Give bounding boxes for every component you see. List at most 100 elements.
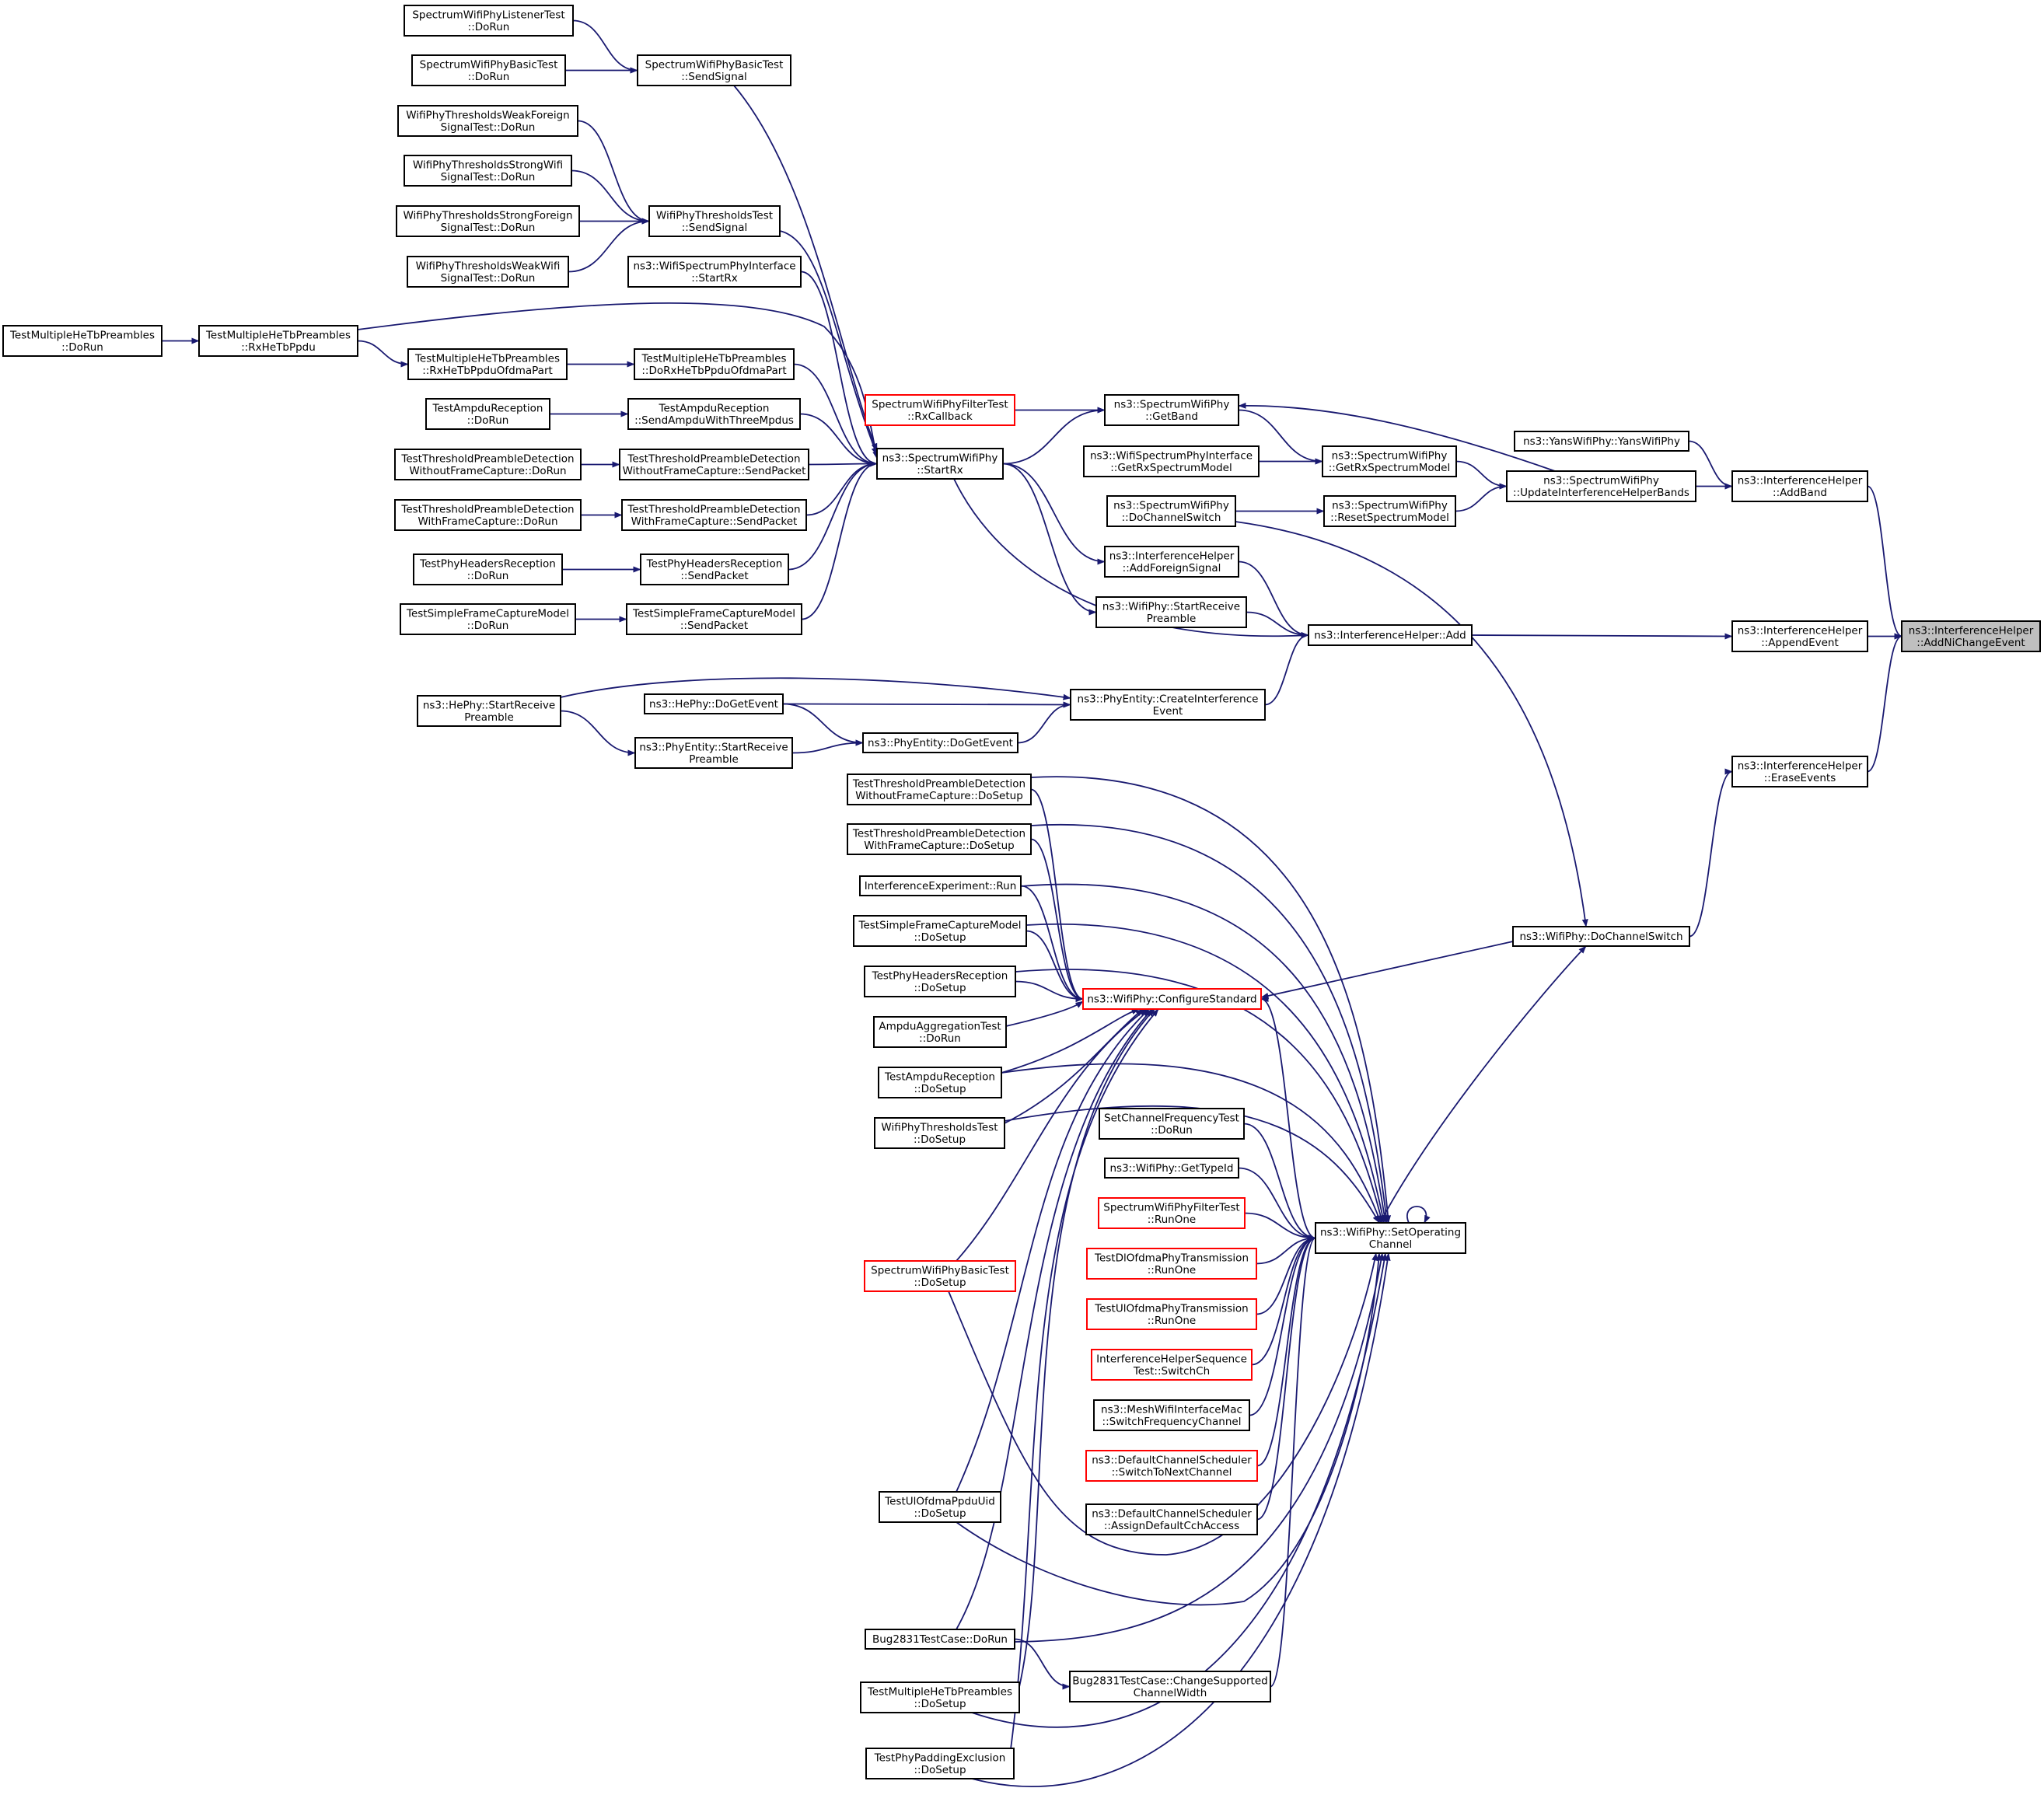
- graph-node-hdrDoRun[interactable]: TestPhyHeadersReception::DoRun: [413, 554, 563, 585]
- graph-node-tpdWSetup[interactable]: TestThresholdPreambleDetectionWithFrameC…: [847, 823, 1032, 855]
- graph-node-heDoGet[interactable]: ns3::HePhy::DoGetEvent: [644, 693, 784, 714]
- graph-node-thrSend[interactable]: WifiPhyThresholdsTest::SendSignal: [648, 205, 781, 237]
- graph-node-ulPpduUid[interactable]: TestUlOfdmaPpduUid::DoSetup: [879, 1491, 1001, 1523]
- graph-node-thrStrongForeign[interactable]: WifiPhyThresholdsStrongForeignSignalTest…: [396, 205, 580, 237]
- graph-node-mheDoRun[interactable]: TestMultipleHeTbPreambles::DoRun: [2, 325, 162, 357]
- node-label-line: ::AppendEvent: [1761, 637, 1839, 649]
- graph-node-mheDoRxOfdma[interactable]: TestMultipleHeTbPreambles::DoRxHeTbPpduO…: [634, 348, 795, 380]
- graph-node-thrWeakWifi[interactable]: WifiPhyThresholdsWeakWifiSignalTest::DoR…: [407, 256, 569, 288]
- graph-node-sfcSend[interactable]: TestSimpleFrameCaptureModel::SendPacket: [626, 603, 802, 635]
- node-label-line: Test::SwitchCh: [1133, 1365, 1210, 1378]
- graph-node-intfExpRun[interactable]: InterferenceExperiment::Run: [859, 875, 1022, 896]
- call-edge-setChFreq-to-setOpCh: [1243, 1123, 1316, 1241]
- graph-node-filterRx[interactable]: SpectrumWifiPhyFilterTest::RxCallback: [865, 394, 1015, 426]
- graph-node-dlOfdma[interactable]: TestDlOfdmaPhyTransmission::RunOne: [1086, 1248, 1257, 1280]
- graph-node-filterRunOne[interactable]: SpectrumWifiPhyFilterTest::RunOne: [1098, 1197, 1246, 1229]
- node-label-line: ::SendPacket: [680, 570, 748, 582]
- graph-node-mheRxHeTb[interactable]: TestMultipleHeTbPreambles::RxHeTbPpdu: [198, 325, 358, 357]
- graph-node-yansCtor[interactable]: ns3::YansWifiPhy::YansWifiPhy: [1514, 431, 1689, 452]
- graph-node-mheSetup[interactable]: TestMultipleHeTbPreambles::DoSetup: [860, 1682, 1020, 1713]
- node-label-line: TestAmpduReception: [432, 402, 543, 414]
- node-label-line: ns3::MeshWifiInterfaceMac: [1101, 1403, 1242, 1416]
- graph-node-peDoGet[interactable]: ns3::PhyEntity::DoGetEvent: [862, 732, 1019, 753]
- call-edge-spDoChSwitch-to-doChSwitch: [1235, 521, 1588, 927]
- graph-node-resetModel[interactable]: ns3::SpectrumWifiPhy::ResetSpectrumModel: [1323, 495, 1456, 527]
- call-edge-setOpCh-to-setOpCh: [1406, 1206, 1431, 1224]
- graph-node-mheRxOfdma[interactable]: TestMultipleHeTbPreambles::RxHeTbPpduOfd…: [407, 348, 568, 380]
- call-edge-sfcSend-to-startRx: [801, 460, 878, 620]
- graph-node-padSetup[interactable]: TestPhyPaddingExclusion::DoSetup: [865, 1748, 1015, 1779]
- graph-node-basicDoRun[interactable]: SpectrumWifiPhyBasicTest::DoRun: [411, 54, 566, 86]
- graph-node-tpdWSend[interactable]: TestThresholdPreambleDetectionWithFrameC…: [621, 499, 807, 531]
- graph-node-basicSend[interactable]: SpectrumWifiPhyBasicTest::SendSignal: [637, 54, 791, 86]
- graph-node-meshSwitch[interactable]: ns3::MeshWifiInterfaceMac::SwitchFrequen…: [1093, 1399, 1250, 1431]
- graph-node-tpdWoSetup[interactable]: TestThresholdPreambleDetectionWithoutFra…: [847, 774, 1032, 805]
- graph-node-addBand[interactable]: ns3::InterferenceHelper::AddBand: [1731, 470, 1868, 502]
- call-edge-padSetup-to-configStd: [1010, 1008, 1159, 1750]
- graph-node-getTypeId[interactable]: ns3::WifiPhy::GetTypeId: [1104, 1158, 1239, 1179]
- call-edge-dcsAssign-to-setOpCh: [1256, 1235, 1316, 1521]
- graph-node-hdrSend[interactable]: TestPhyHeadersReception::SendPacket: [640, 554, 789, 585]
- graph-node-sfcSetup[interactable]: TestSimpleFrameCaptureModel::DoSetup: [853, 915, 1027, 947]
- graph-node-ulOfdma[interactable]: TestUlOfdmaPhyTransmission::RunOne: [1086, 1298, 1257, 1330]
- graph-node-addForeign[interactable]: ns3::InterferenceHelper::AddForeignSigna…: [1104, 546, 1239, 578]
- node-label-line: ns3::SpectrumWifiPhy: [1113, 499, 1229, 512]
- graph-node-ifaceStartRx[interactable]: ns3::WifiSpectrumPhyInterface::StartRx: [627, 256, 802, 288]
- node-label-line: TestPhyHeadersReception: [419, 557, 556, 570]
- graph-node-thrStrongWifi[interactable]: WifiPhyThresholdsStrongWifiSignalTest::D…: [404, 155, 572, 187]
- graph-node-tpdWDoRun[interactable]: TestThresholdPreambleDetectionWithFrameC…: [394, 499, 582, 531]
- graph-node-ihAdd[interactable]: ns3::InterferenceHelper::Add: [1308, 624, 1473, 646]
- call-edge-doChSwitch-to-configStd: [1260, 941, 1514, 999]
- node-label-line: InterferenceHelperSequence: [1096, 1353, 1247, 1365]
- graph-node-updBands[interactable]: ns3::SpectrumWifiPhy::UpdateInterference…: [1506, 470, 1696, 502]
- graph-node-configStd[interactable]: ns3::WifiPhy::ConfigureStandard: [1082, 988, 1262, 1010]
- node-box: [626, 603, 802, 635]
- graph-node-listenerDoRun[interactable]: SpectrumWifiPhyListenerTest::DoRun: [404, 5, 574, 37]
- node-label-line: ::DoSetup: [914, 931, 966, 944]
- graph-node-setChFreq[interactable]: SetChannelFrequencyTest::DoRun: [1099, 1108, 1245, 1140]
- graph-node-ampduAggSetup[interactable]: AmpduAggregationTest::DoRun: [873, 1016, 1007, 1048]
- node-box: [404, 155, 572, 187]
- graph-node-target[interactable]: ns3::InterferenceHelper::AddNiChangeEven…: [1901, 620, 2041, 652]
- graph-node-thrSetup[interactable]: WifiPhyThresholdsTest::DoSetup: [874, 1117, 1005, 1149]
- graph-node-sfcDoRun[interactable]: TestSimpleFrameCaptureModel::DoRun: [400, 603, 576, 635]
- graph-node-doChSwitch[interactable]: ns3::WifiPhy::DoChannelSwitch: [1512, 926, 1690, 947]
- graph-node-thrWeakForeign[interactable]: WifiPhyThresholdsWeakForeignSignalTest::…: [397, 105, 578, 137]
- graph-node-spDoChSwitch[interactable]: ns3::SpectrumWifiPhy::DoChannelSwitch: [1106, 495, 1236, 527]
- graph-node-startRx[interactable]: ns3::SpectrumWifiPhy::StartRx: [876, 448, 1004, 480]
- node-label-line: ns3::WifiSpectrumPhyInterface: [1090, 449, 1253, 462]
- graph-node-getBand[interactable]: ns3::SpectrumWifiPhy::GetBand: [1104, 394, 1239, 426]
- node-label-line: ::AssignDefaultCchAccess: [1104, 1520, 1239, 1532]
- call-edge-startRx-to-ihAdd: [953, 478, 1309, 639]
- node-label-line: ::SendAmpduWithThreeMpdus: [634, 414, 794, 427]
- call-edge-createIntf-to-ihAdd: [1264, 632, 1309, 706]
- graph-node-getRxModel[interactable]: ns3::SpectrumWifiPhy::GetRxSpectrumModel: [1322, 445, 1457, 477]
- call-edge-sfcSetup-to-setOpCh: [1025, 923, 1386, 1224]
- graph-node-ampduDoRun[interactable]: TestAmpduReception::DoRun: [425, 398, 550, 430]
- graph-node-dcsAssign[interactable]: ns3::DefaultChannelScheduler::AssignDefa…: [1085, 1503, 1258, 1535]
- graph-node-ampduSend[interactable]: TestAmpduReception::SendAmpduWithThreeMp…: [627, 398, 801, 430]
- graph-node-ampduRecSetup[interactable]: TestAmpduReception::DoSetup: [878, 1067, 1002, 1098]
- graph-node-eraseEvents[interactable]: ns3::InterferenceHelper::EraseEvents: [1731, 756, 1868, 788]
- graph-node-ifaceGetRx[interactable]: ns3::WifiSpectrumPhyInterface::GetRxSpec…: [1083, 445, 1260, 477]
- graph-node-dcsNext[interactable]: ns3::DefaultChannelScheduler::SwitchToNe…: [1085, 1450, 1258, 1482]
- graph-node-tpdWoDoRun[interactable]: TestThresholdPreambleDetectionWithoutFra…: [394, 449, 582, 480]
- node-box: [627, 256, 802, 288]
- node-box: [1514, 431, 1689, 452]
- graph-node-hdrSetup[interactable]: TestPhyHeadersReception::DoSetup: [864, 966, 1016, 997]
- graph-node-tpdWoSend[interactable]: TestThresholdPreambleDetectionWithoutFra…: [619, 449, 809, 480]
- node-label-line: TestMultipleHeTbPreambles: [867, 1685, 1012, 1698]
- node-box: [864, 1260, 1016, 1292]
- graph-node-bug2831Run[interactable]: Bug2831TestCase::DoRun: [865, 1629, 1015, 1650]
- graph-node-appendEvent[interactable]: ns3::InterferenceHelper::AppendEvent: [1731, 620, 1868, 652]
- graph-node-basicSetup[interactable]: SpectrumWifiPhyBasicTest::DoSetup: [864, 1260, 1016, 1292]
- call-edge-ampduRecSetup-to-setOpCh: [1001, 1063, 1382, 1224]
- node-box: [860, 1682, 1020, 1713]
- graph-node-bug2831Chg[interactable]: Bug2831TestCase::ChangeSupportedChannelW…: [1069, 1671, 1271, 1702]
